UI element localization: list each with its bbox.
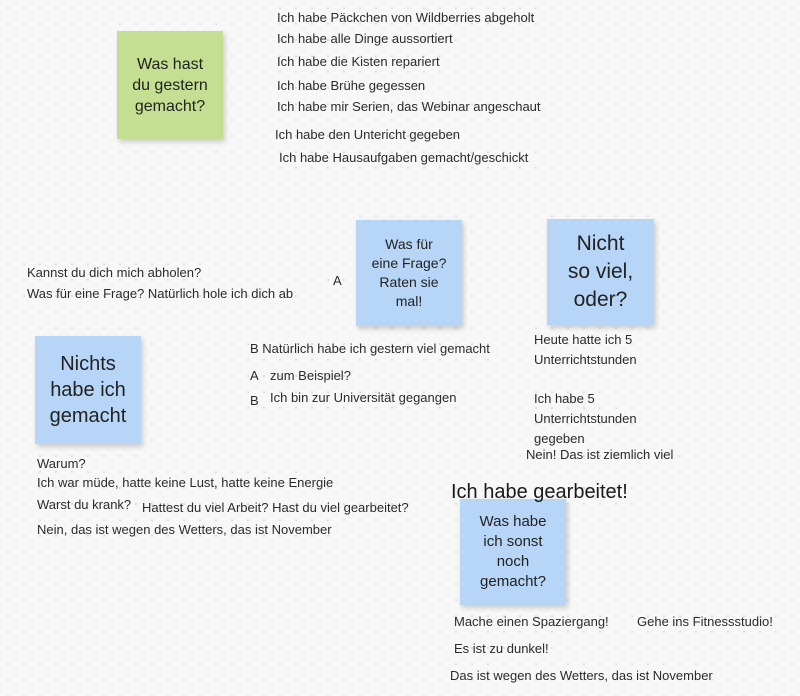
- text-natuerlich-hole-ich-dich-ab[interactable]: Was für eine Frage? Natürlich hole ich d…: [27, 286, 294, 301]
- text-fitnessstudio[interactable]: Gehe ins Fitnessstudio!: [637, 614, 773, 629]
- text-zu-dunkel[interactable]: Es ist zu dunkel!: [454, 641, 549, 656]
- sticky-note-nicht-so-viel[interactable]: Nicht so viel, oder?: [547, 219, 654, 325]
- text-speaker-a[interactable]: A: [333, 273, 342, 288]
- text-zum-beispiel[interactable]: zum Beispiel?: [270, 368, 351, 383]
- text-wetter-november[interactable]: Das ist wegen des Wetters, das ist Novem…: [450, 668, 713, 683]
- text-ziemlich-viel[interactable]: Nein! Das ist ziemlich viel: [526, 447, 674, 462]
- sticky-note-was-hast-du-gestern[interactable]: Was hast du gestern gemacht?: [117, 31, 223, 139]
- text-spaziergang[interactable]: Mache einen Spaziergang!: [454, 614, 609, 629]
- text-unterricht-gegeben[interactable]: Ich habe den Untericht gegeben: [275, 127, 461, 142]
- text-wegen-des-wetters[interactable]: Nein, das ist wegen des Wetters, das ist…: [37, 522, 332, 537]
- text-ich-habe-gearbeitet[interactable]: Ich habe gearbeitet!: [451, 481, 628, 503]
- text-paeckchen-abgeholt[interactable]: Ich habe Päckchen von Wildberries abgeho…: [277, 10, 535, 25]
- text-heute-unterrichtstunden[interactable]: Heute hatte ich 5 Unterrichtstunden: [534, 332, 637, 367]
- sticky-note-was-habe-ich-sonst[interactable]: Was habe ich sonst noch gemacht?: [460, 499, 566, 605]
- text-warum[interactable]: Warum?: [37, 456, 86, 471]
- text-viel-arbeit[interactable]: Hattest du viel Arbeit? Hast du viel gea…: [142, 500, 409, 515]
- text-kisten-repariert[interactable]: Ich habe die Kisten repariert: [277, 54, 440, 69]
- text-b-viel-gemacht[interactable]: B Natürlich habe ich gestern viel gemach…: [250, 341, 490, 356]
- sticky-note-nichts-habe-ich-gemacht[interactable]: Nichts habe ich gemacht: [35, 336, 141, 444]
- text-bruehe-gegessen[interactable]: Ich habe Brühe gegessen: [277, 78, 426, 93]
- text-universitaet-gegangen[interactable]: Ich bin zur Universität gegangen: [270, 390, 457, 405]
- text-5-unterrichtstunden-gegeben[interactable]: Ich habe 5 Unterrichtstunden gegeben: [534, 391, 637, 446]
- text-kannst-du-mich-abholen[interactable]: Kannst du dich mich abholen?: [27, 265, 202, 280]
- text-serien-angeschaut[interactable]: Ich habe mir Serien, das Webinar angesch…: [277, 99, 541, 114]
- text-hausaufgaben[interactable]: Ich habe Hausaufgaben gemacht/geschickt: [279, 150, 529, 165]
- sticky-note-was-fuer-eine-frage[interactable]: Was für eine Frage? Raten sie mal!: [356, 220, 462, 326]
- text-warst-du-krank[interactable]: Warst du krank?: [37, 497, 132, 512]
- text-war-muede[interactable]: Ich war müde, hatte keine Lust, hatte ke…: [37, 475, 334, 490]
- text-speaker-b[interactable]: B: [250, 393, 259, 408]
- text-dinge-aussortiert[interactable]: Ich habe alle Dinge aussortiert: [277, 31, 453, 46]
- text-speaker-a-2[interactable]: A: [250, 368, 259, 383]
